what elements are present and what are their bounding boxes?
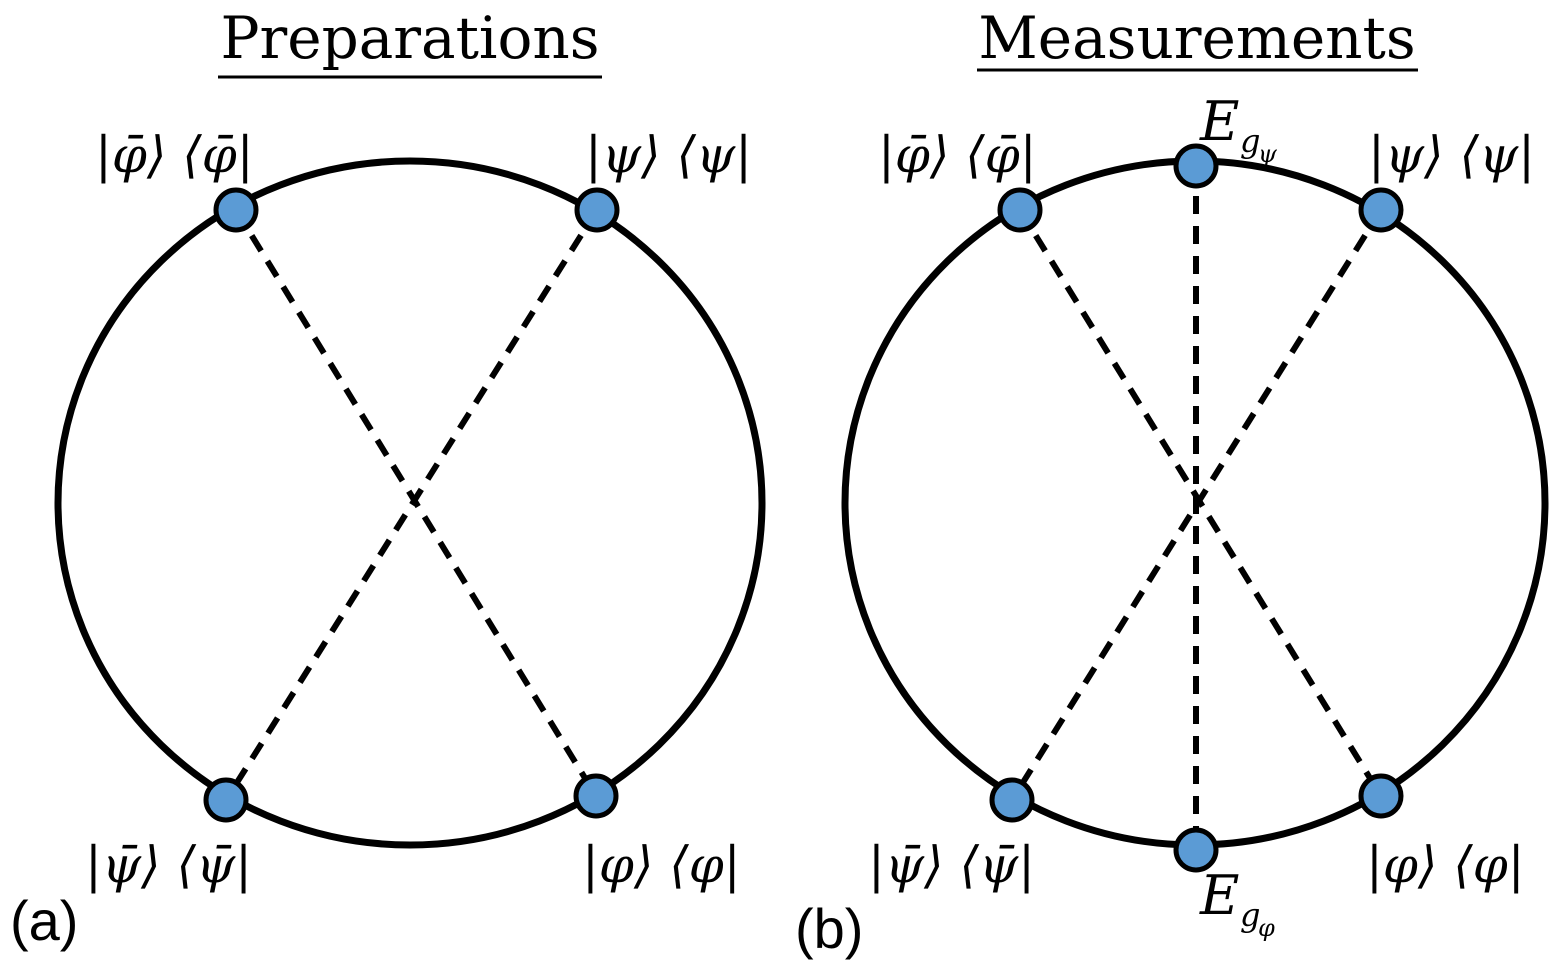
- panel-a-dashed-line-psi-psibar: [223, 208, 600, 802]
- panel-b-effect-bottom-label: E g φ: [1199, 864, 1275, 942]
- panel-b-label-psi-bar: |ψ̄⟩ ⟨ψ̄|: [868, 836, 1035, 894]
- panel-b-effect-top-subsub: ψ: [1258, 140, 1278, 168]
- panel-a-label: (a): [10, 889, 78, 952]
- panel-b-effect-top-base: E: [1199, 90, 1239, 153]
- panel-b-label-phi-bar: |φ̄⟩ ⟨φ̄|: [878, 126, 1037, 184]
- panel-b-node-phi: [1358, 773, 1404, 819]
- panel-b-effect-bottom-base: E: [1199, 864, 1239, 927]
- panel-b-effect-top-sub: g: [1240, 122, 1260, 160]
- panel-b-title: Measurements: [978, 4, 1415, 72]
- panel-b-effect-bottom-sub: g: [1240, 896, 1260, 934]
- panel-b-effect-bottom-subsub: φ: [1258, 914, 1275, 942]
- panel-b-label-psi: |ψ⟩ ⟨ψ|: [1368, 126, 1535, 184]
- panel-a-label-psi: |ψ⟩ ⟨ψ|: [585, 126, 752, 184]
- panel-b-node-effect-bottom: [1173, 827, 1219, 873]
- panel-b-label: (b): [795, 897, 863, 960]
- panel-a-node-psi-bar: [203, 777, 249, 823]
- panel-b-node-psi-bar: [989, 777, 1035, 823]
- panel-a-circle: [54, 157, 766, 849]
- panel-b-node-psi: [1358, 187, 1404, 233]
- panel-a-title: Preparations: [221, 4, 600, 72]
- panel-b-node-effect-top: [1173, 143, 1219, 189]
- panel-b: Measurements |φ̄⟩ ⟨φ̄| |ψ⟩ ⟨ψ| |ψ̄⟩ ⟨ψ̄|…: [795, 4, 1549, 960]
- panel-a-node-phi: [573, 773, 619, 819]
- panel-b-effect-top-label: E g ψ: [1199, 90, 1278, 168]
- panel-a-node-psi: [574, 187, 620, 233]
- panel-a: Preparations |φ̄⟩ ⟨φ̄| |ψ⟩ ⟨ψ| |ψ̄⟩ ⟨ψ̄|…: [10, 4, 766, 952]
- panel-b-node-phi-bar: [997, 187, 1043, 233]
- panel-a-label-phi-bar: |φ̄⟩ ⟨φ̄|: [95, 126, 254, 184]
- panel-a-label-phi: |φ⟩ ⟨φ|: [582, 836, 741, 894]
- panel-a-node-phi-bar: [213, 187, 259, 233]
- panel-b-label-phi: |φ⟩ ⟨φ|: [1366, 836, 1525, 894]
- panel-a-label-psi-bar: |ψ̄⟩ ⟨ψ̄|: [85, 836, 252, 894]
